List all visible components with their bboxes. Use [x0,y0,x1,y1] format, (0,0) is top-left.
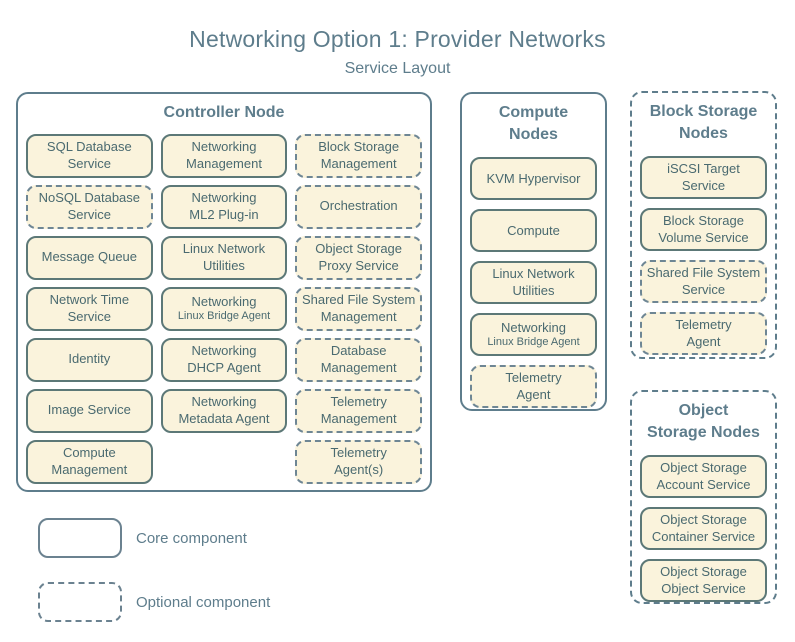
service-box: Object Storage Account Service [640,455,767,499]
compute-nodes-title: Compute Nodes [498,104,569,143]
service-box: Identity [26,337,153,382]
service-box: Compute [470,209,597,253]
service-box: Orchestration [295,184,422,229]
controller-node-title: Controller Node [163,104,285,121]
block-storage-nodes-title: Block Storage Nodes [649,103,758,142]
service-box: Block Storage Management [295,133,422,178]
core-component-label: Core component [136,529,247,547]
service-box: NoSQL Database Service [26,184,153,229]
service-label: Object Storage Account Service [656,460,751,492]
service-label: iSCSI Target Service [667,161,740,193]
service-box: Image Service [26,388,153,433]
service-label: Object Storage Object Service [660,564,747,596]
service-label: KVM Hypervisor [486,170,581,186]
service-box: Compute Management [26,439,153,484]
service-label: Networking Metadata Agent [178,394,270,426]
service-box: Telemetry Agent [640,312,767,356]
service-box: Object Storage Proxy Service [295,235,422,280]
service-label: Telemetry Agent [505,370,562,402]
service-label: Compute Management [51,445,128,477]
page-subtitle: Service Layout [344,60,451,77]
service-label: Networking [191,293,257,309]
service-label: Message Queue [41,249,138,265]
service-label: Telemetry Agent(s) [330,445,387,477]
service-label: Image Service [47,402,131,418]
service-box: iSCSI Target Service [640,156,767,200]
service-label: Networking [500,319,567,335]
optional-component-swatch [38,582,122,622]
service-box: Telemetry Agent(s) [295,439,422,484]
service-box: KVM Hypervisor [470,157,597,201]
service-label: Shared File System Management [301,292,416,324]
block-storage-nodes-group: Block Storage Nodes iSCSI Target Service… [630,91,777,359]
service-label: Networking ML2 Plug-in [189,190,259,222]
service-box: Shared File System Service [640,260,767,304]
service-label: Linux Network Utilities [182,241,266,273]
service-label: SQL Database Service [46,139,132,171]
service-label: Compute [507,222,560,238]
service-box: Linux Network Utilities [160,235,288,280]
service-label: Networking DHCP Agent [187,343,261,375]
service-box: Telemetry Agent [470,365,597,409]
legend-optional-row: Optional component [38,582,270,622]
service-sub-label: Linux Bridge Agent [487,336,580,349]
service-label: Block Storage Volume Service [658,213,749,245]
service-label: Networking Management [186,139,262,171]
service-box: Message Queue [26,235,153,280]
service-box: Networking DHCP Agent [160,337,288,382]
service-box: Telemetry Management [295,388,422,433]
service-box: Network Time Service [26,286,153,331]
service-label: Shared File System Service [646,265,761,297]
service-label: Identity [68,351,111,367]
service-box: Object Storage Object Service [640,559,767,603]
service-box: Networking ML2 Plug-in [160,184,288,229]
service-label: Database Management [320,343,397,375]
service-box: Networking Metadata Agent [160,388,288,433]
service-label: Network Time Service [49,292,130,324]
service-label: Telemetry Management [320,394,397,426]
object-storage-nodes-group: Object Storage Nodes Object Storage Acco… [630,390,777,604]
optional-component-label: Optional component [136,593,271,611]
service-box: Database Management [295,337,422,382]
service-label: Object Storage Proxy Service [315,241,403,273]
service-box: Shared File System Management [295,286,422,331]
service-box: Linux Network Utilities [470,261,597,305]
service-box: SQL Database Service [26,133,153,178]
service-label: Linux Network Utilities [492,266,575,298]
service-label: Block Storage Management [318,139,400,171]
page-title: Networking Option 1: Provider Networks [189,26,606,52]
legend-core-row: Core component [38,518,247,558]
service-box: Object Storage Container Service [640,507,767,551]
service-label: Orchestration [319,198,398,214]
service-label: Object Storage Container Service [651,512,756,544]
controller-service-grid: SQL Database Service Networking Managemen… [26,133,422,484]
core-component-swatch [38,518,122,558]
service-label: Telemetry Agent [675,317,732,349]
service-sub-label: Linux Bridge Agent [177,310,271,323]
service-label: NoSQL Database Service [38,190,141,222]
service-box: Networking Management [160,133,288,178]
object-storage-nodes-title: Object Storage Nodes [647,402,760,441]
service-box: Block Storage Volume Service [640,208,767,252]
